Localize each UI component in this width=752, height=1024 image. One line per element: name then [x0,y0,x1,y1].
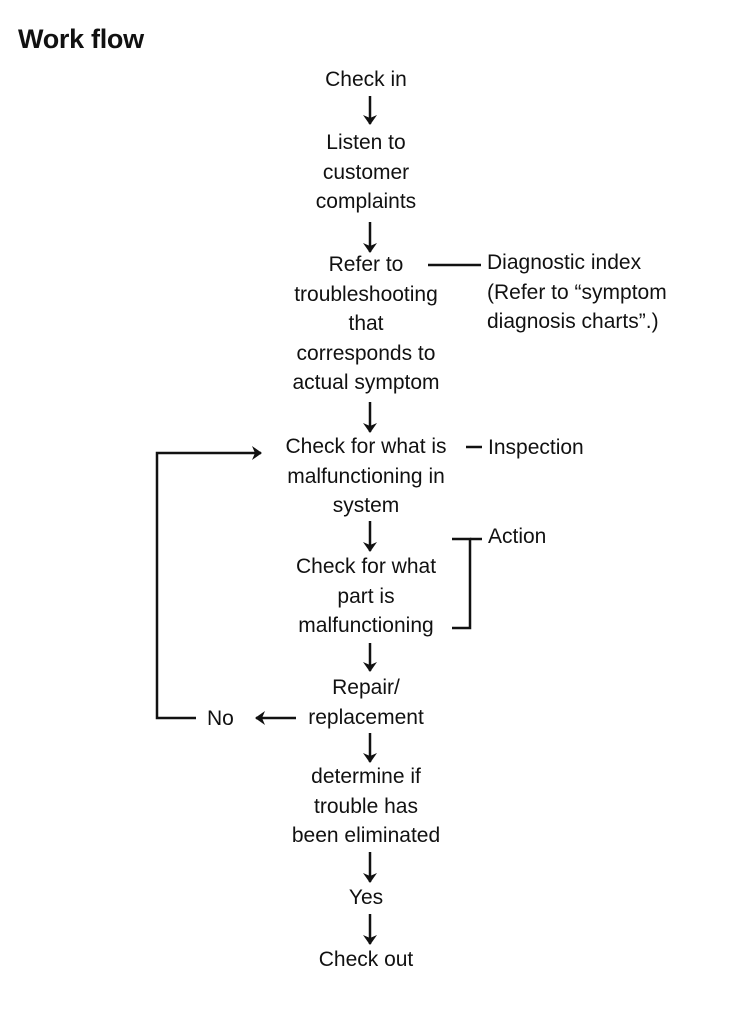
connector-action-bracket [452,537,472,630]
note-diagnostic-index: Diagnostic index (Refer to “symptom diagno… [487,248,667,337]
step-line: been eliminated [291,824,441,847]
step-line: corresponds to [296,341,436,365]
step-check-system-malfunction: Check for what is malfunctioning in system [261,432,471,521]
note-line: diagnosis charts”.) [487,310,659,333]
step-determine-trouble-eliminated: determine if trouble has been eliminated [266,762,466,851]
step-check-in: Check in [266,65,466,95]
note-inspection: Inspection [488,436,584,459]
step-line: Check out [318,948,414,971]
step-line: customer [322,160,410,184]
page-title: Work flow [18,24,144,54]
step-line: Check for what is [285,435,447,458]
note-line: (Refer to “symptom [487,280,667,304]
step-listen-to-complaints: Listen to customer complaints [266,128,466,217]
step-line: that [348,312,384,335]
note-no: No [207,707,234,730]
step-line: system [332,494,400,517]
step-line: Check for what [295,555,437,578]
step-check-out: Check out [266,945,466,975]
step-refer-to-troubleshooting: Refer to troubleshooting that corresponds t… [246,250,486,398]
step-line: determine if [311,765,421,788]
step-line: replacement [308,705,424,729]
step-line: trouble has [314,794,418,818]
step-line: malfunctioning in [287,464,445,488]
step-line: Listen to [326,131,406,154]
note-line: Diagnostic index [487,251,642,274]
step-line: complaints [315,190,417,213]
step-line: actual symptom [292,371,440,394]
step-yes: Yes [316,883,416,913]
step-line: Check in [325,68,407,91]
step-line: troubleshooting [294,282,438,306]
step-line: malfunctioning [298,614,434,637]
step-check-part-malfunction: Check for what part is malfunctioning [266,552,466,641]
loop-no-to-check-system [155,446,262,720]
step-repair-replacement: Repair/replacement [281,673,451,732]
step-line: Repair/ [332,676,400,699]
step-line: part is [337,584,395,608]
note-action: Action [488,525,547,548]
step-line: Refer to [328,253,404,276]
step-line: Yes [348,886,384,909]
